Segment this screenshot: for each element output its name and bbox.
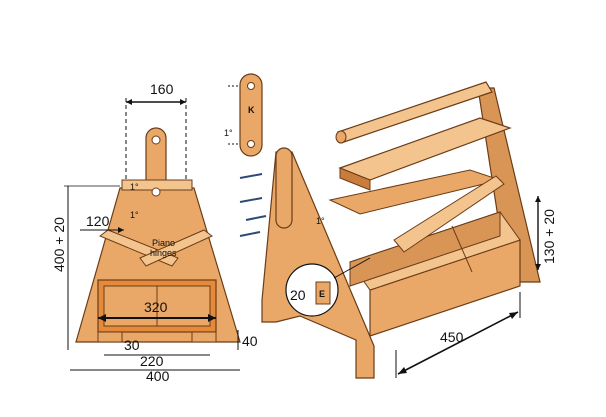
screw — [239, 173, 263, 179]
arrow — [98, 314, 106, 322]
dim-foot-width: 30 — [124, 337, 140, 353]
dim-foot-height: 40 — [242, 333, 258, 349]
dim-base-inner: 220 — [140, 353, 164, 369]
screw — [245, 215, 267, 221]
dim-inset: 120 — [86, 213, 110, 229]
dim-base-total: 400 — [146, 368, 170, 384]
dim-box-height: 130 + 20 — [541, 209, 557, 264]
arrow — [509, 312, 518, 319]
detail-value: 20 — [290, 287, 306, 303]
box-back-wall — [349, 211, 501, 287]
k-part — [239, 73, 263, 157]
detail-k: K 1° — [224, 73, 263, 157]
dim-height: 400 + 20 — [51, 217, 67, 272]
arrow — [208, 314, 216, 322]
arrow — [535, 196, 541, 202]
handle-hole — [151, 135, 161, 145]
k-angle: 1° — [224, 128, 233, 138]
k-hole-top — [247, 82, 255, 90]
angle-label-a: 1° — [130, 182, 139, 192]
front-view: 160 400 + 20 120 1° 1° Piano hinges 320 … — [51, 81, 258, 384]
arrow — [180, 99, 186, 105]
dim-length: 450 — [440, 329, 464, 345]
arrow — [126, 99, 132, 105]
detail-joint — [315, 281, 331, 305]
iso-angle: 1° — [316, 216, 325, 226]
screws — [239, 173, 267, 237]
screw — [239, 231, 261, 237]
k-hole-bottom — [247, 140, 255, 148]
dim-top-width: 160 — [150, 81, 174, 97]
k-label: K — [248, 105, 255, 115]
angle-label-b: 1° — [130, 210, 139, 220]
hinged-flap — [393, 175, 505, 253]
screw — [239, 197, 263, 203]
box-divider — [451, 225, 473, 273]
isometric-view: 1° 20 E 130 + 20 450 — [239, 81, 557, 379]
left-foot — [97, 331, 123, 343]
arrow — [535, 264, 541, 270]
pivot-hole — [151, 187, 161, 197]
right-flap — [139, 229, 213, 267]
hinge-label-1: Piano — [152, 238, 175, 248]
hinge-label-2: hinges — [150, 248, 177, 258]
detail-leader — [333, 257, 371, 279]
detail-letter: E — [319, 289, 325, 299]
front-upright — [275, 147, 293, 229]
arrow — [118, 227, 124, 233]
top-tray-side — [339, 167, 371, 191]
arrow — [398, 367, 407, 374]
dim-panel-width: 320 — [144, 299, 168, 315]
right-foot — [191, 331, 217, 343]
dim-450-line — [397, 311, 519, 375]
rail-end — [335, 130, 347, 144]
